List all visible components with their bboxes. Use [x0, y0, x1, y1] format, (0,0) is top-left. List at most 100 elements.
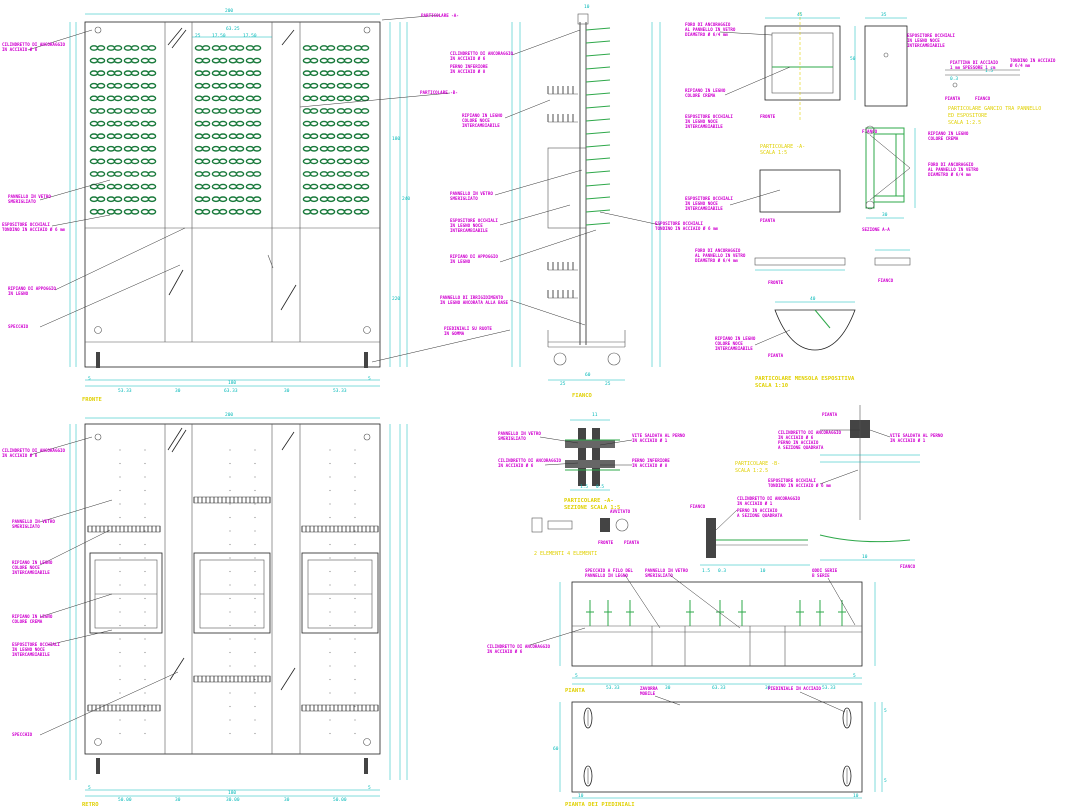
glasses-icon: [309, 45, 319, 51]
anchor-dot: [329, 597, 331, 600]
anchor-dot: [354, 651, 356, 654]
glasses-icon: [194, 183, 204, 190]
label: IN LEGNO NOCE: [685, 119, 718, 124]
glasses-icon: [211, 95, 221, 102]
dim-text: 5: [575, 673, 578, 679]
glasses-icon: [228, 145, 238, 152]
glasses-icon: [96, 108, 106, 114]
anchor-cylinder: [94, 433, 102, 441]
detail-a-post: [578, 428, 586, 486]
dim-text: 63.33: [712, 685, 726, 691]
anchor-dot: [229, 489, 231, 492]
glasses-icon: [336, 120, 346, 127]
label: PANNELLO IN VETRO: [498, 431, 541, 436]
leader-line: [371, 329, 511, 363]
glasses-icon: [89, 120, 99, 127]
glasses-icon: [130, 208, 140, 215]
dim-text: 17.50: [212, 33, 226, 39]
glasses-icon: [194, 120, 204, 127]
glasses-icon: [228, 196, 238, 203]
leader-line: [54, 227, 186, 291]
anchor-dot: [354, 719, 356, 721]
dim-text: 10: [578, 793, 584, 799]
label: IN LEGNO: [8, 291, 29, 296]
label: PANNELLO IN VETRO: [450, 191, 493, 196]
anchor-dot: [229, 665, 231, 667]
dim-text: 30: [284, 797, 290, 803]
front-foot: [364, 352, 368, 368]
dim-text: 5: [88, 785, 91, 791]
leader-line: [39, 264, 181, 328]
anchor-dot: [354, 611, 356, 613]
glasses-icon: [302, 171, 312, 177]
glasses-icon: [147, 145, 157, 152]
leader-line: [599, 211, 661, 226]
label: RIPIANO DI APPOGGIO: [450, 254, 498, 259]
glasses-icon: [201, 95, 211, 102]
glasses-icon: [252, 95, 262, 102]
anchor-dot: [254, 732, 256, 735]
glasses-icon: [245, 120, 255, 127]
glasses-icon: [89, 82, 99, 89]
glasses-icon: [211, 82, 221, 89]
glasses-icon: [228, 108, 238, 114]
glasses-icon: [343, 171, 353, 177]
label: DIAMETRO Ø 6/4 mm: [695, 258, 738, 263]
panel-front-outline: [764, 25, 841, 101]
leader-line: [529, 627, 586, 646]
label: PIATTINA DI ACCIAIO: [950, 60, 998, 65]
glasses-icon: [228, 120, 238, 127]
glasses-icon: [147, 196, 157, 203]
glasses-icon: [343, 108, 353, 114]
label: FRONTE: [760, 114, 776, 119]
glasses-icon: [343, 120, 353, 127]
anchor-dot: [354, 678, 356, 681]
anchor-dot: [144, 489, 146, 492]
dim-text: 10: [853, 793, 859, 799]
anchor-dot: [254, 489, 256, 492]
anchor-dot: [354, 705, 356, 708]
glasses-icon: [235, 145, 245, 152]
anchor-dot: [119, 732, 121, 735]
anchor-cylinder: [363, 738, 371, 746]
anchor-dot: [229, 476, 231, 478]
label: IN LEGNO NOCE: [450, 223, 483, 228]
glasses-icon: [123, 70, 133, 77]
glasses-icon: [130, 145, 140, 152]
glasses-icon: [235, 70, 245, 77]
label: FORO DI ANCORAGGIO: [928, 162, 974, 167]
glasses-icon: [201, 108, 211, 114]
detail-a-bar: [565, 440, 615, 448]
dim-text: 30.00: [226, 797, 240, 803]
rack-frame: [193, 496, 271, 504]
view-title: PIANTA DEI PIEDINIALI: [565, 802, 635, 808]
glasses-icon: [140, 196, 150, 203]
rod-section-icon: [952, 82, 958, 88]
anchor-dot: [229, 732, 231, 735]
glasses-icon: [319, 133, 329, 140]
label: TONDINO IN ACCIAIO: [1010, 58, 1056, 63]
dim-text: 50.00: [118, 797, 132, 803]
label: RIPIANO IN LEGNO: [928, 131, 969, 136]
dim-text: 25: [605, 381, 611, 387]
back-racks: [87, 496, 379, 712]
label: INTERCAMBIABILE: [12, 652, 50, 657]
glasses-icon: [194, 158, 204, 165]
label: IN ACCIAIO Ø 6: [487, 649, 523, 654]
label: IN ACCIAIO Ø 6: [498, 463, 534, 468]
anchor-dot: [229, 692, 231, 694]
glasses-icon: [106, 108, 116, 114]
label: INTERCAMBIABILE: [12, 570, 50, 575]
side-cap: [577, 13, 589, 25]
leader-line: [504, 99, 551, 119]
glasses-icon: [113, 108, 123, 114]
anchor-dot: [254, 449, 256, 451]
anchor-dot: [229, 624, 231, 627]
glasses-icon: [302, 45, 312, 51]
side-shelf: [547, 114, 578, 123]
glasses-icon: [201, 120, 211, 127]
glasses-icon: [194, 45, 204, 51]
anchor-dot: [329, 489, 331, 492]
anchor-dot: [144, 692, 146, 694]
glasses-icon: [252, 183, 262, 190]
